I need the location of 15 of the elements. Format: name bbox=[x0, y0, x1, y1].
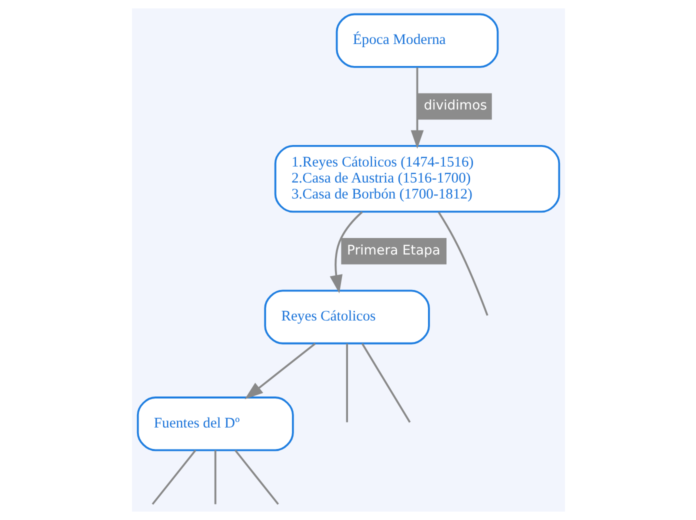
node-box: Reyes Cátolicos bbox=[264, 290, 430, 344]
edge-label: Primera Etapa bbox=[346, 243, 440, 258]
node-box: Época Moderna bbox=[335, 13, 498, 68]
node-box: 1.Reyes Cátolicos (1474-1516) 2.Casa de Austria (1516-1700) 3.Casa de Borbón (1700-1812) bbox=[274, 144, 560, 213]
arrow bbox=[329, 211, 362, 294]
arrow bbox=[244, 342, 316, 400]
connector bbox=[437, 212, 488, 316]
arrow bbox=[410, 68, 424, 149]
connector bbox=[151, 450, 196, 505]
connector bbox=[360, 343, 410, 423]
connector bbox=[214, 450, 216, 504]
node-box: Fuentes del Dº bbox=[136, 396, 294, 452]
connector bbox=[234, 450, 278, 505]
edge-label: dividimos bbox=[423, 98, 487, 114]
connector bbox=[346, 344, 348, 422]
